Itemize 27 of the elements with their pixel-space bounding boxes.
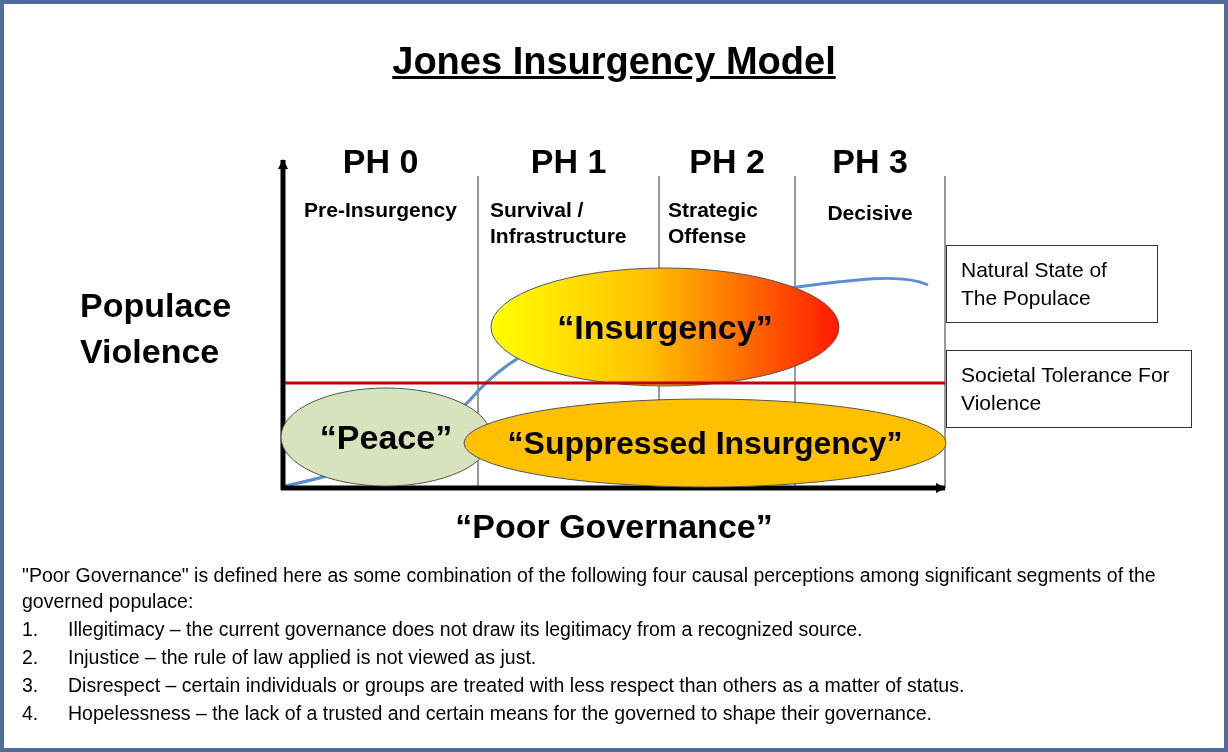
phase-heading: PH 2 bbox=[688, 141, 766, 182]
phase-heading: PH 1 bbox=[529, 141, 608, 182]
list-number: 4. bbox=[22, 701, 40, 725]
list-item: Hopelessness – the lack of a trusted and certain means for the governed to shape their governance. bbox=[68, 701, 933, 725]
phase-name: Survival / Infrastructure bbox=[490, 197, 628, 249]
phase-name: Strategic Offense bbox=[668, 197, 759, 249]
text-box: Societal Tolerance For Violence bbox=[946, 350, 1192, 428]
axis-label: “Poor Governance” bbox=[454, 506, 774, 547]
ellipse-label: “Suppressed Insurgency” bbox=[506, 424, 904, 462]
insurgency-ellipse bbox=[490, 267, 840, 387]
text-box: Natural State of The Populace bbox=[946, 245, 1158, 323]
list-item: Illegitimacy – the current governance does not draw its legitimacy from a recognized source. bbox=[68, 617, 864, 641]
list-item: Disrespect – certain individuals or groups are treated with less respect than others as a matter of status. bbox=[68, 673, 966, 697]
ellipse-label: “Peace” bbox=[318, 417, 454, 457]
axis-label: Populace Violence bbox=[80, 285, 233, 372]
diagram-title: Jones Insurgency Model bbox=[391, 40, 837, 83]
list-number: 1. bbox=[22, 617, 40, 641]
list-item: Injustice – the rule of law applied is not viewed as just. bbox=[68, 645, 538, 669]
list-number: 2. bbox=[22, 645, 40, 669]
phase-name: Decisive bbox=[826, 200, 914, 226]
phase-heading: PH 0 bbox=[341, 141, 420, 182]
ellipse-label: “Insurgency” bbox=[556, 307, 774, 347]
phase-name: Pre-Insurgency bbox=[303, 197, 458, 223]
list-number: 3. bbox=[22, 673, 40, 697]
suppressed-insurgency-ellipse bbox=[463, 398, 947, 488]
definition-paragraph: "Poor Governance" is defined here as some combination of the following four causal perceptions among significant segments of the governed populace: bbox=[22, 563, 1157, 614]
phase-heading: PH 3 bbox=[831, 141, 909, 182]
